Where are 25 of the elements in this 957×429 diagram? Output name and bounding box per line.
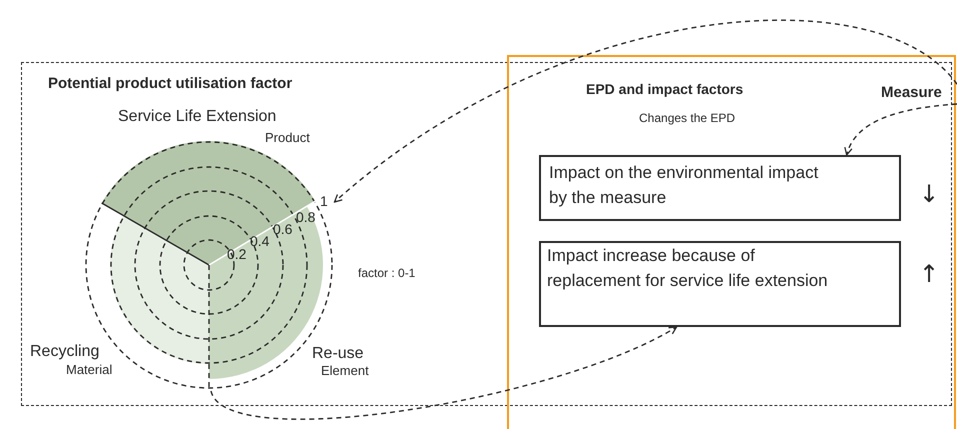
axis-label: Service Life Extension: [118, 107, 276, 126]
axis-label: Re-use: [312, 344, 364, 364]
axis-label: Recycling: [30, 342, 100, 362]
scale-label: 0.6: [273, 221, 292, 238]
factor-note: factor : 0-1: [358, 266, 416, 280]
axis-sublabel: Product: [265, 130, 310, 146]
panel-subtitle: Changes the EPD: [639, 110, 736, 127]
direction-arrow: ↑: [919, 260, 940, 289]
box-text: Impact increase because of replacement for service life extension: [547, 245, 829, 292]
frame-title: Potential product utilisation factor: [48, 74, 292, 94]
dashed-arrow: [845, 103, 957, 156]
panel-title: EPD and impact factors: [586, 80, 744, 99]
scale-label: 0.4: [250, 233, 270, 250]
axis-sublabel: Element: [321, 363, 369, 379]
dashed-arrow: [334, 20, 957, 203]
direction-arrow: ↓: [919, 180, 940, 209]
box-text: Impact on the environmental impact by the measure: [549, 162, 820, 209]
scale-label: 0.8: [296, 209, 316, 226]
scale-label: 0.2: [227, 246, 246, 263]
panel-frame: [507, 55, 956, 429]
scale-label: 1: [320, 193, 328, 210]
axis-sublabel: Material: [66, 362, 112, 378]
dashed-arrow: [210, 326, 678, 420]
dashed-frame: [21, 62, 952, 406]
measure-label: Measure: [881, 83, 942, 103]
